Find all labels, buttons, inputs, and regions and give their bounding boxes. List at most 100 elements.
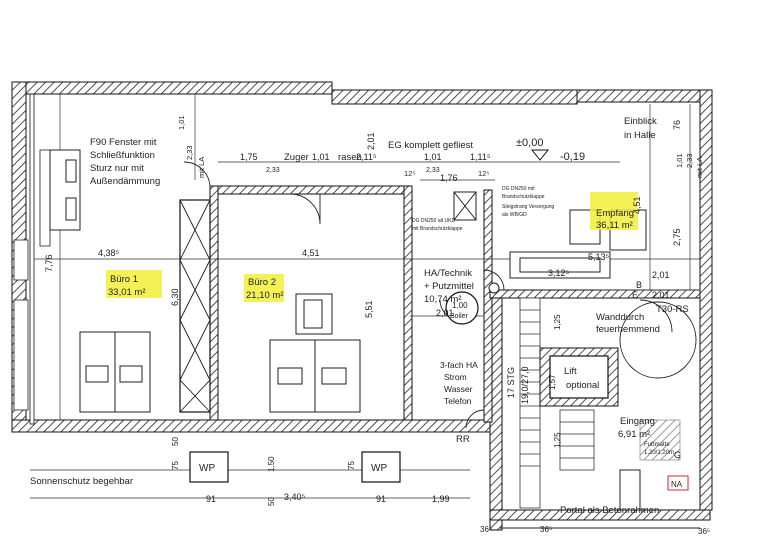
room-buero1-name: Büro 1 (110, 274, 138, 285)
stg-2: 19,0/27,0 (520, 366, 530, 404)
dim-233-la: 2,33 (185, 145, 194, 160)
highlight-buero1 (106, 270, 162, 298)
shaft (453, 191, 500, 294)
dim-233r: 2,33 (685, 153, 694, 168)
dim-175: 1,75 (240, 152, 258, 162)
room-eingang-area: 6,91 m² (618, 429, 650, 440)
dim-150a: 1,50 (267, 456, 276, 472)
highlight-empfang (590, 192, 638, 230)
note-stieg-1: Steigstrang Versorgung (502, 204, 554, 210)
room-ha-line1: HA/Technik (424, 268, 472, 279)
empfang-furniture (509, 209, 647, 279)
dim-125a: 1,25 (553, 314, 562, 330)
dim-776: 7,76 (44, 254, 54, 272)
staircase (519, 297, 595, 509)
dim-36a: 36⁵ (480, 525, 492, 534)
lift-label-1: Lift (564, 366, 577, 377)
dim-199: 1,99 (432, 494, 450, 504)
column-braces (179, 199, 211, 413)
room-buero1-area: 33,01 m² (108, 287, 146, 298)
dim-340: 3,40⁵ (284, 492, 306, 502)
buero1-furniture (49, 149, 151, 413)
note-rr: RR (456, 434, 470, 445)
note-fenster-4: Außendämmung (90, 176, 160, 187)
room-ha-area: 10,74 m² (424, 294, 462, 305)
room-empfang-area: 36,11 m² (596, 220, 633, 231)
dim-mit-la: mit LA (197, 157, 206, 178)
note-dg-4: mit Brandschutzklappe (412, 226, 463, 232)
anschluss-2: Strom (444, 372, 467, 382)
dim-451: 4,51 (302, 248, 320, 258)
dim-36c: 36⁵ (698, 527, 710, 536)
anschluss-1: 3-fach HA (440, 360, 478, 370)
note-fenster-1: F90 Fenster mit (90, 137, 157, 148)
note-portal: Portal als Betonrahmen (560, 505, 659, 516)
dim-12a: 12⁵ (404, 169, 415, 178)
wp-2: WP (371, 463, 387, 474)
dim-101a: 1,01 (312, 152, 330, 162)
dim-50a: 50 (171, 437, 180, 446)
stg-1: 17 STG (506, 367, 516, 398)
wp-boxes (189, 451, 401, 483)
dim-101d: 1,01 (675, 153, 684, 168)
dim-g: G (674, 450, 681, 460)
wp-1: WP (199, 463, 215, 474)
dim-451b: 4,51 (632, 196, 642, 214)
boiler-dim: 1,00 (452, 301, 468, 310)
dim-e: E (632, 290, 638, 300)
note-stieg-2: als WB/GD (502, 212, 527, 218)
fussmatte-1: Fußmatte (644, 442, 670, 448)
dim-513: 5,13⁵ (588, 252, 610, 262)
dim-101b: 1,01 (424, 152, 442, 162)
dim-157: 1,57 (548, 374, 557, 390)
note-eg: EG komplett gefliest (388, 140, 473, 151)
dim-312: 3,12⁵ (548, 268, 570, 278)
dim-275: 2,75 (672, 228, 682, 246)
dim-mit-la-2: mit LA (695, 157, 704, 178)
note-einblick-1: Einblick (624, 116, 657, 127)
dim-125b: 1,25 (553, 432, 562, 448)
wanddurch-circle (619, 301, 697, 379)
dim-12b: 12⁵ (478, 169, 489, 178)
note-dg-3: DG DN250 alt UKD (412, 218, 455, 224)
level-zero: ±0,00 (516, 137, 543, 149)
fussmatte-2: 1,20/1,20m (644, 450, 674, 456)
dim-101c: 1,01 (177, 115, 186, 130)
room-ha-line2: + Putzmittel (424, 281, 474, 292)
room-buero2-area: 21,10 m² (246, 290, 284, 301)
dim-91b: 91 (376, 494, 386, 504)
dim-201c: 2,01 (652, 290, 670, 300)
dim-630: 6,30 (170, 288, 180, 306)
dim-233a: 2,33 (266, 167, 280, 174)
room-empfang-name: Empfang (596, 208, 634, 219)
buero2-furniture (269, 293, 361, 413)
note-rasen: rasen (338, 152, 362, 163)
level-minus: -0,19 (560, 151, 585, 163)
note-dg-1: DG DN250 mit (502, 186, 535, 192)
anschluss-4: Telefon (444, 396, 472, 406)
dim-91a: 91 (206, 494, 216, 504)
dim-201-vert: 2,01 (366, 132, 376, 150)
dim-b: B (636, 280, 642, 290)
dim-233b: 2,33 (426, 167, 440, 174)
dim-111: 1,11⁵ (470, 152, 491, 162)
dim-551: 5,51 (364, 300, 374, 318)
lift-label-2: optional (566, 380, 599, 391)
dim-75b: 75 (347, 461, 356, 470)
fussmatte (639, 419, 681, 461)
boiler-label: Boiler (450, 313, 469, 320)
note-na: NA (671, 480, 683, 489)
note-einblick-2: in Halle (624, 130, 656, 141)
dim-201a: 2,01 (436, 308, 454, 318)
lift-shaft (539, 347, 619, 407)
note-wanddurch-1: Wanddurch (596, 312, 644, 323)
left-windows (13, 149, 51, 411)
dim-36b: 36⁵ (540, 525, 552, 534)
room-buero2-name: Büro 2 (248, 277, 276, 288)
dim-201b: 2,01 (652, 270, 670, 280)
na-marker (667, 475, 689, 491)
room-eingang-name: Eingang (620, 416, 655, 427)
interior-walls (29, 93, 701, 425)
note-fenster-3: Sturz nur mit (90, 163, 144, 174)
